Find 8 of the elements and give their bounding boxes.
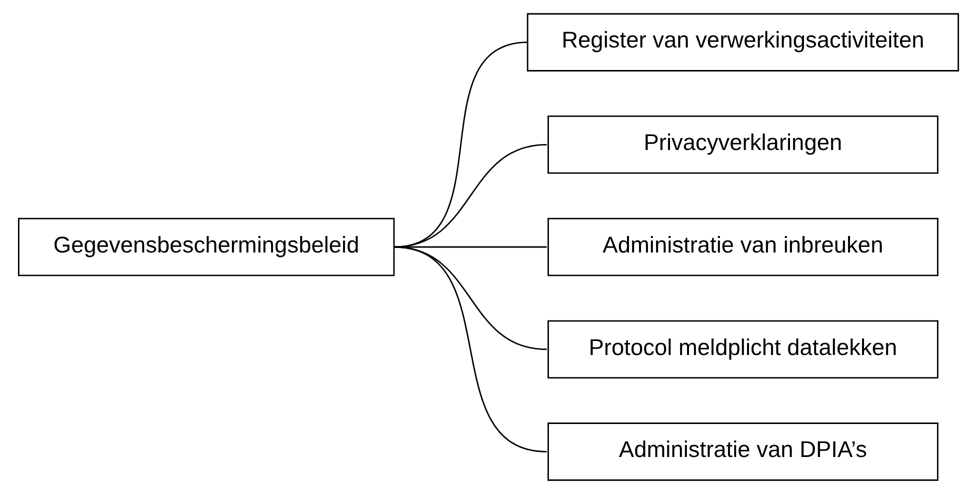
node-box: Privacyverklaringen [548,116,938,174]
connector [394,246,547,452]
connector [394,144,547,248]
node-box: Register van verwerkingsactiviteiten [526,13,960,72]
node-box: Gegevensbeschermingsbeleid [18,218,395,276]
node-box: Administratie van inbreuken [548,218,938,276]
node-box: Administratie van DPIA’s [548,422,938,481]
node-box: Protocol meldplicht datalekken [548,320,938,378]
